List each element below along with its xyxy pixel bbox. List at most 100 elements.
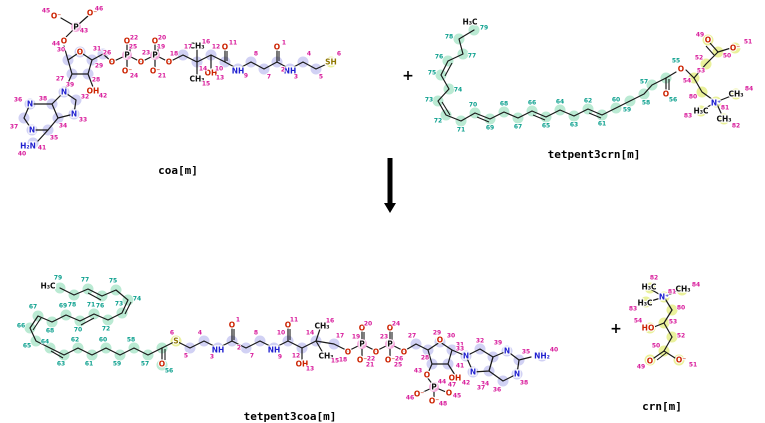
double-bond — [705, 45, 715, 56]
double-bond — [444, 62, 453, 77]
bond — [663, 309, 673, 324]
atom-number: 76 — [96, 303, 104, 310]
atom-label: N — [463, 352, 469, 361]
atom-number: 38 — [520, 380, 528, 387]
bond — [427, 363, 433, 374]
double-bond — [532, 114, 546, 121]
atom-number: 35 — [50, 135, 58, 142]
atom-label: O — [61, 37, 67, 46]
atom-label: H₃C — [637, 299, 653, 308]
atom-number: 35 — [522, 349, 530, 356]
atom-highlight — [702, 34, 714, 46]
atom-highlight — [27, 137, 39, 149]
atom-number: 33 — [79, 117, 87, 124]
atom-label: O — [663, 90, 669, 99]
atom-label: OH — [87, 87, 100, 96]
atom-number: 26 — [395, 356, 403, 363]
phosphorus-highlight — [122, 50, 132, 60]
atom-number: 77 — [468, 53, 476, 60]
atom-label: O — [359, 324, 365, 333]
atom-number: 82 — [650, 275, 658, 282]
atom-number: 17 — [336, 333, 344, 340]
atom-number: 29 — [433, 330, 441, 337]
bond — [651, 289, 665, 298]
atom-label: O — [373, 348, 379, 357]
atom-label: O⁻ — [51, 12, 61, 21]
bond — [518, 356, 532, 361]
atom-label: O — [124, 37, 130, 46]
atom-number: 64 — [556, 99, 564, 106]
atom-highlight — [640, 296, 652, 308]
atom-label: O — [229, 321, 235, 330]
atom-number: 80 — [689, 94, 697, 101]
atom-label: NH — [268, 346, 281, 355]
atom-number: 34 — [481, 381, 489, 388]
atom-number: 24 — [392, 321, 400, 328]
atom-number: 57 — [141, 361, 149, 368]
atom-label: O — [424, 371, 430, 380]
atom-number: 63 — [570, 122, 578, 129]
atom-number: 31 — [93, 46, 101, 53]
atom-label: O — [138, 58, 144, 67]
atom-label: O⁻ — [414, 390, 424, 399]
atom-label: P — [387, 340, 393, 349]
phosphorus-highlight — [385, 339, 395, 349]
atom-number: 55 — [672, 58, 680, 65]
plus-sign-reactants: + — [402, 68, 414, 84]
atom-label: O⁻ — [385, 356, 395, 365]
atom-label: O — [678, 65, 684, 74]
atom-number: 9 — [244, 73, 248, 80]
atom-number: 63 — [57, 361, 65, 368]
atom-number: 54 — [634, 318, 642, 325]
atom-label: O — [285, 321, 291, 330]
atom-number: 13 — [306, 366, 314, 373]
atom-number: 17 — [184, 44, 192, 51]
bond — [663, 296, 673, 311]
bond — [663, 336, 673, 352]
atom-label: O — [705, 36, 711, 45]
bond — [67, 51, 93, 75]
atom-number: 16 — [202, 39, 210, 46]
atom-number: 60 — [99, 337, 107, 344]
double-bond — [87, 292, 102, 301]
atom-number: 76 — [435, 54, 443, 61]
atom-label: H₂N — [20, 142, 36, 151]
atom-number: 36 — [14, 97, 22, 104]
atom-label: O — [222, 43, 228, 52]
atom-number: 14 — [306, 330, 314, 337]
atom-number: 10 — [277, 330, 285, 337]
atom-highlight — [644, 354, 656, 366]
atom-number: 47 — [448, 382, 456, 389]
atom-label: O — [152, 37, 158, 46]
atom-number: 66 — [528, 100, 536, 107]
phosphorus-highlight — [71, 22, 81, 32]
atom-number: 51 — [744, 39, 752, 46]
bond — [437, 29, 667, 122]
atom-number: 83 — [684, 113, 692, 120]
atom-number: 62 — [71, 337, 79, 344]
bond — [65, 29, 74, 38]
atom-number: 65 — [542, 123, 550, 130]
atom-label: O⁻ — [730, 44, 740, 53]
atom-number: 65 — [23, 343, 31, 350]
atom-number: 66 — [17, 323, 25, 330]
atom-highlight — [730, 88, 742, 100]
atom-number: 56 — [165, 368, 173, 375]
atom-number: 81 — [721, 105, 729, 112]
atom-label: N — [514, 370, 520, 379]
atom-number: 22 — [130, 35, 138, 42]
bond — [663, 322, 673, 338]
bond — [709, 42, 719, 53]
atom-number: 11 — [290, 317, 298, 324]
atom-highlight — [676, 284, 688, 296]
atom-number: 5 — [319, 74, 323, 81]
atom-number: 4 — [198, 330, 202, 337]
atom-highlight — [729, 42, 741, 54]
atom-label: O⁻ — [150, 67, 160, 76]
atom-label: CH₃ — [189, 75, 204, 84]
atom-number: 73 — [425, 97, 433, 104]
atom-number: 28 — [92, 77, 100, 84]
molecule-tetpent3crn: OOOO⁻N⁺H₃CCH₃CH₃H₃C797877767574737271706… — [424, 16, 754, 134]
